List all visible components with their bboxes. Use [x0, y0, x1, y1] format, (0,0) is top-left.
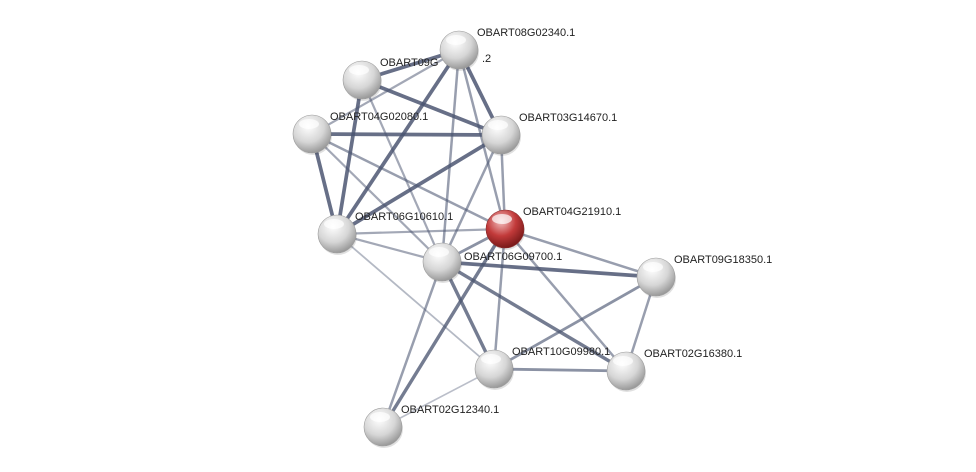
- node-highlight: [349, 65, 369, 75]
- protein-node[interactable]: [636, 257, 676, 298]
- node-highlight: [481, 354, 501, 364]
- node-highlight: [643, 262, 663, 272]
- query-protein-node[interactable]: [485, 209, 525, 250]
- edge-n0610-n10[interactable]: [336, 233, 495, 370]
- protein-node[interactable]: [606, 351, 646, 392]
- protein-node[interactable]: [317, 214, 357, 255]
- edge-n0609-n10[interactable]: [440, 261, 496, 370]
- edge-n08-n0421[interactable]: [457, 49, 507, 230]
- node-label: OBART09G: [380, 57, 439, 69]
- protein-node[interactable]: [474, 349, 514, 390]
- edge-n10-n0216[interactable]: [493, 367, 627, 373]
- edge-layer: [310, 48, 658, 428]
- node-highlight: [613, 356, 633, 366]
- edge-n08-n0609[interactable]: [440, 49, 461, 263]
- edge-n0421-n0212[interactable]: [381, 228, 507, 428]
- edge-n0610-n0421[interactable]: [336, 227, 506, 236]
- node-label: OBART04G21910.1: [523, 206, 621, 218]
- edge-n03-n0609[interactable]: [440, 134, 503, 263]
- protein-node[interactable]: [292, 114, 332, 155]
- edge-n03-n0610[interactable]: [336, 133, 502, 236]
- node-label: OBART04G02080.1: [330, 111, 428, 123]
- node-label: OBART03G14670.1: [519, 112, 617, 124]
- node-highlight: [370, 412, 390, 422]
- edge-n0421-n10[interactable]: [492, 228, 507, 370]
- node-highlight: [446, 35, 466, 45]
- protein-node[interactable]: [342, 60, 382, 101]
- node-label: OBART10G09980.1: [512, 346, 610, 358]
- node-label: OBART02G16380.1: [644, 348, 742, 360]
- edge-n0421-n0216[interactable]: [504, 228, 627, 372]
- edge-n0918-n10[interactable]: [493, 275, 657, 371]
- edge-n0421-n0918[interactable]: [504, 227, 657, 279]
- edge-n0402-n0421[interactable]: [311, 132, 506, 231]
- protein-node[interactable]: [481, 115, 521, 156]
- edge-n10-n0212[interactable]: [382, 368, 495, 428]
- node-highlight: [299, 119, 319, 129]
- node-label: OBART09G18350.1: [674, 254, 772, 266]
- node-label: OBART06G10610.1: [355, 211, 453, 223]
- node-layer: [292, 30, 676, 448]
- edge-n0402-n0609[interactable]: [311, 133, 443, 263]
- node-label: OBART06G09700.1: [464, 251, 562, 263]
- protein-node[interactable]: [422, 242, 462, 283]
- node-highlight: [429, 247, 449, 257]
- node-label: OBART02G12340.1: [401, 404, 499, 416]
- node-label: OBART08G02340.1: [477, 27, 575, 39]
- edge-n08-n0402[interactable]: [311, 49, 460, 135]
- protein-node[interactable]: [363, 407, 403, 448]
- edge-n08-n0610[interactable]: [335, 48, 461, 236]
- node-label-suffix: .2: [482, 53, 491, 65]
- edge-n0402-n03[interactable]: [311, 132, 502, 137]
- edge-n09-n0610[interactable]: [335, 79, 364, 235]
- node-highlight: [324, 219, 344, 229]
- edge-n0609-n0918[interactable]: [441, 260, 657, 279]
- protein-node[interactable]: [439, 30, 479, 71]
- edge-n0609-n0212[interactable]: [381, 261, 444, 428]
- node-highlight: [488, 120, 508, 130]
- node-highlight: [492, 214, 512, 224]
